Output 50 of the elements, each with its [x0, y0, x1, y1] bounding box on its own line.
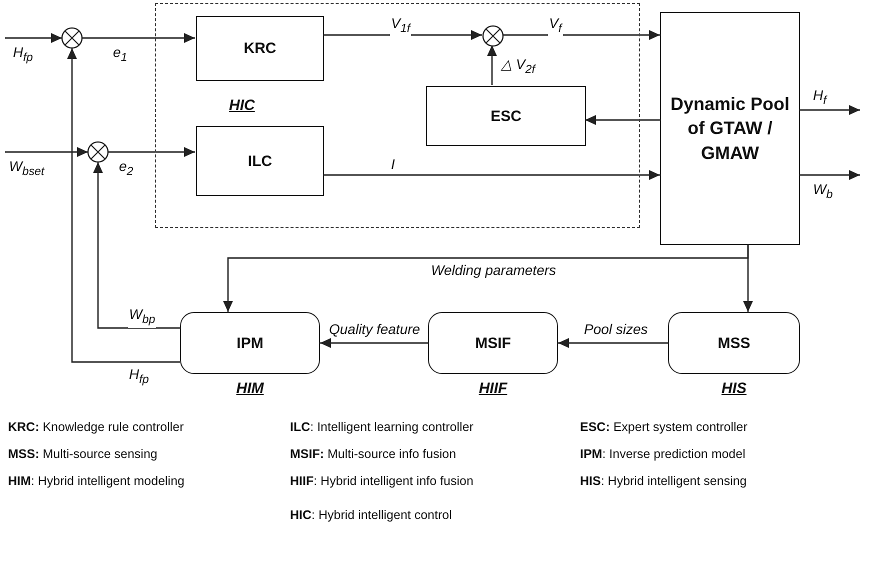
edge-label: I [390, 156, 396, 172]
abbreviation-note: MSIF: Multi-source info fusion [290, 447, 456, 461]
block-caption: HIM [236, 380, 264, 397]
arrow [585, 115, 660, 125]
group-frame [155, 3, 640, 228]
arrow [82, 33, 195, 43]
abbreviation-note: HIM: Hybrid intelligent modeling [8, 474, 184, 488]
abbreviation-note: ILC: Intelligent learning controller [290, 420, 474, 434]
arrow [800, 105, 860, 115]
process-box: IPM [180, 312, 320, 374]
arrow [93, 162, 180, 329]
summing-junction [61, 27, 83, 49]
arrow [502, 30, 660, 40]
arrow [5, 147, 88, 157]
block-caption: HIS [722, 380, 746, 397]
abbreviation-note: HIIF: Hybrid intelligent info fusion [290, 474, 474, 488]
process-box: ILC [196, 126, 324, 196]
arrow [108, 147, 195, 157]
edge-label: H$_{fp}$ [12, 44, 34, 66]
edge-label: Welding parameters [430, 262, 558, 278]
group-label: HIC [229, 97, 255, 114]
process-box: Dynamic Pool of GTAW / GMAW [660, 12, 800, 245]
abbreviation-note: IPM: Inverse prediction model [580, 447, 746, 461]
arrow [743, 245, 753, 312]
edge-label: Pool sizes [583, 321, 649, 337]
abbreviation-note: ESC: Expert system controller [580, 420, 748, 434]
abbreviation-note: MSS: Multi-source sensing [8, 447, 158, 461]
arrow [800, 170, 860, 180]
arrow [323, 30, 482, 40]
edge-label: V$_{f}$ [548, 15, 563, 37]
arrow [323, 170, 660, 180]
abbreviation-note: HIS: Hybrid intelligent sensing [580, 474, 747, 488]
arrow [558, 338, 668, 348]
abbreviation-note: KRC: Knowledge rule controller [8, 420, 184, 434]
process-box: MSIF [428, 312, 558, 374]
edge-label: H$_{fp}$ [128, 366, 150, 388]
summing-junction [87, 141, 109, 163]
abbreviation-note: HIC: Hybrid intelligent control [290, 508, 452, 522]
edge-label: W$_{bp}$ [128, 306, 156, 328]
arrow [320, 338, 428, 348]
arrow [487, 45, 497, 85]
arrow [5, 33, 62, 43]
edge-label: V$_{1f}$ [390, 15, 412, 37]
summing-junction [482, 25, 504, 47]
process-box: MSS [668, 312, 800, 374]
arrow [67, 48, 180, 363]
block-caption: HIIF [478, 380, 508, 397]
process-box: ESC [426, 86, 586, 146]
process-box: KRC [196, 16, 324, 81]
edge-label: Quality feature [328, 321, 422, 337]
